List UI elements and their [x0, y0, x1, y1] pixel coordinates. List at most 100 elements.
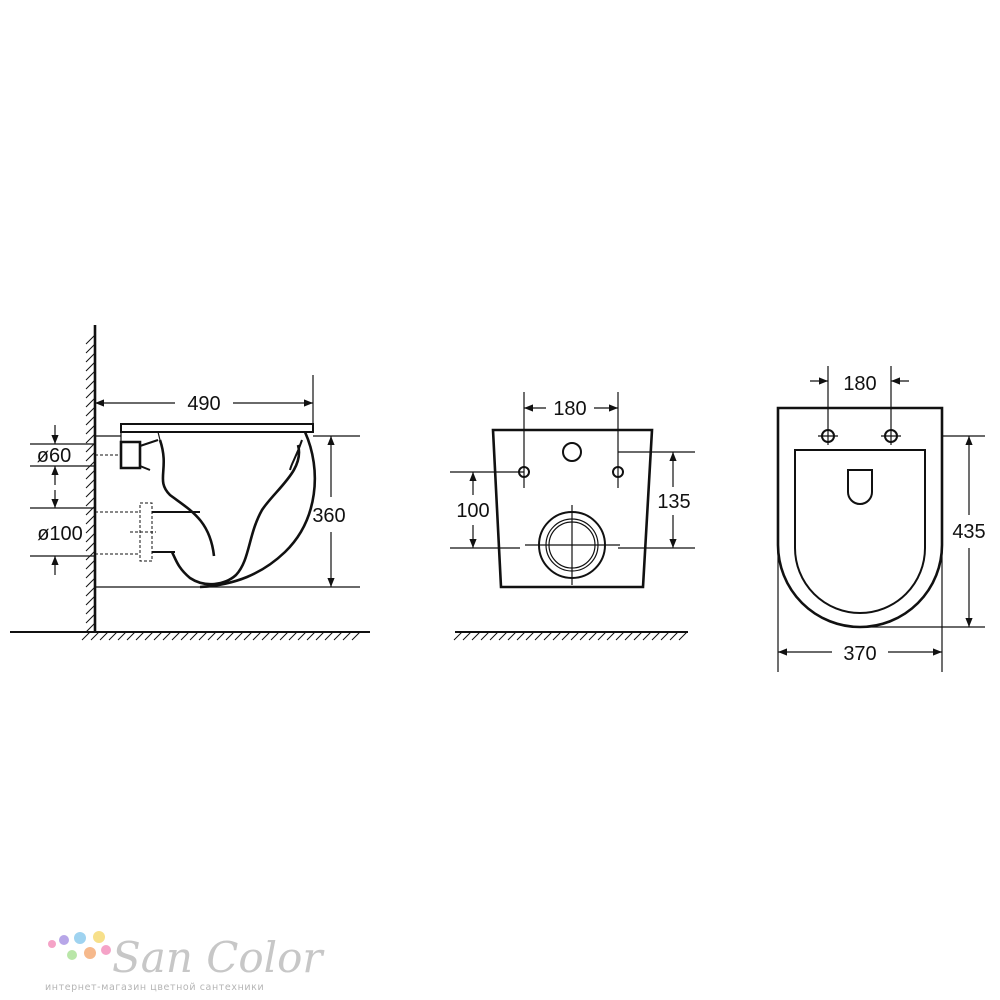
floor-hatch-stroke [297, 631, 307, 641]
side-width-label: 490 [187, 393, 220, 415]
rear-outlet-height-label: 135 [657, 491, 690, 513]
wall-hatch-stroke [85, 415, 96, 426]
side-view: 490 360 ø60 ø100 [10, 325, 370, 641]
wall-hatch-stroke [85, 568, 96, 579]
floor-hatch-stroke [252, 631, 262, 641]
wall-hatch-stroke [85, 343, 96, 354]
floor-hatch-stroke [270, 631, 280, 641]
floor-hatch-stroke [180, 631, 190, 641]
floor-hatch-stroke [234, 631, 244, 641]
wall-hatch-stroke [85, 523, 96, 534]
floor-hatch-stroke [570, 631, 580, 641]
floor-hatch-stroke [516, 631, 526, 641]
wall-hatch-stroke [85, 532, 96, 543]
wall-hatch-stroke [85, 505, 96, 516]
wall-hatching [85, 334, 96, 633]
wall-hatch-stroke [85, 478, 96, 489]
top-view: 180 435 370 [776, 366, 986, 672]
floor-hatch-stroke [306, 631, 316, 641]
wall-hatch-stroke [85, 406, 96, 417]
floor-hatch-stroke [126, 631, 136, 641]
top-body-outline [776, 406, 944, 629]
floor-hatching-rear [453, 631, 688, 641]
floor-hatch-stroke [81, 631, 91, 641]
logo-dot [48, 940, 56, 948]
logo-dot [74, 932, 86, 944]
floor-hatch-stroke [678, 631, 688, 641]
top-length-label: 435 [952, 521, 985, 543]
rear-bolt-height-label: 100 [456, 500, 489, 522]
rear-body-outline [491, 428, 654, 589]
wall-hatch-stroke [85, 433, 96, 444]
logo-dots [48, 931, 111, 960]
floor-hatch-stroke [108, 631, 118, 641]
wall-hatch-stroke [85, 622, 96, 633]
side-height-label: 360 [312, 505, 345, 527]
wall-hatch-stroke [85, 424, 96, 435]
logo-dot [101, 945, 111, 955]
rear-view: 180 100 135 [450, 392, 695, 641]
wall-hatch-stroke [85, 361, 96, 372]
floor-hatch-stroke [351, 631, 361, 641]
logo-brand-text: San Color [112, 933, 325, 982]
floor-hatch-stroke [135, 631, 145, 641]
floor-hatch-stroke [198, 631, 208, 641]
wall-hatch-stroke [85, 541, 96, 552]
top-flush-outlet [847, 469, 873, 505]
floor-hatch-stroke [324, 631, 334, 641]
floor-hatch-stroke [588, 631, 598, 641]
floor-hatch-stroke [507, 631, 517, 641]
floor-hatch-stroke [162, 631, 172, 641]
floor-hatch-stroke [606, 631, 616, 641]
top-bolt-spacing-label: 180 [843, 373, 876, 395]
floor-hatch-stroke [261, 631, 271, 641]
wall-hatch-stroke [85, 577, 96, 588]
floor-hatch-stroke [342, 631, 352, 641]
floor-hatch-stroke [288, 631, 298, 641]
logo-dot [84, 947, 96, 959]
floor-hatch-stroke [642, 631, 652, 641]
floor-hatch-stroke [624, 631, 634, 641]
logo-dot [67, 950, 77, 960]
floor-hatch-stroke [471, 631, 481, 641]
floor-hatch-stroke [669, 631, 679, 641]
floor-hatch-stroke [144, 631, 154, 641]
floor-hatch-stroke [462, 631, 472, 641]
rear-inlet-hole [562, 442, 582, 462]
brand-logo: San Color интернет-магазин цветной санте… [45, 931, 325, 993]
floor-hatch-stroke [216, 631, 226, 641]
floor-hatch-stroke [597, 631, 607, 641]
floor-hatch-stroke [225, 631, 235, 641]
wall-hatch-stroke [85, 397, 96, 408]
floor-hatch-stroke [453, 631, 463, 641]
wall-hatch-stroke [85, 586, 96, 597]
floor-hatch-stroke [99, 631, 109, 641]
floor-hatch-stroke [315, 631, 325, 641]
wall-hatch-stroke [85, 379, 96, 390]
floor-hatch-stroke [189, 631, 199, 641]
floor-hatch-stroke [279, 631, 289, 641]
wall-hatch-stroke [85, 496, 96, 507]
floor-hatch-stroke [480, 631, 490, 641]
wall-hatch-stroke [85, 487, 96, 498]
floor-hatch-stroke [660, 631, 670, 641]
wall-hatch-stroke [85, 469, 96, 480]
wall-hatch-stroke [85, 514, 96, 525]
wall-hatch-stroke [85, 595, 96, 606]
wall-hatch-stroke [85, 334, 96, 345]
logo-dot [93, 931, 105, 943]
floor-hatch-stroke [489, 631, 499, 641]
floor-hatching [81, 631, 361, 641]
floor-hatch-stroke [633, 631, 643, 641]
top-width-label: 370 [843, 643, 876, 665]
rear-bolt-spacing-label: 180 [553, 398, 586, 420]
floor-hatch-stroke [651, 631, 661, 641]
inlet-diameter-label: ø60 [37, 445, 71, 467]
floor-hatch-stroke [90, 631, 100, 641]
floor-hatch-stroke [498, 631, 508, 641]
floor-hatch-stroke [552, 631, 562, 641]
logo-dot [59, 935, 69, 945]
wall-hatch-stroke [85, 370, 96, 381]
wall-hatch-stroke [85, 604, 96, 615]
logo-tagline: интернет-магазин цветной сантехники [45, 982, 264, 993]
